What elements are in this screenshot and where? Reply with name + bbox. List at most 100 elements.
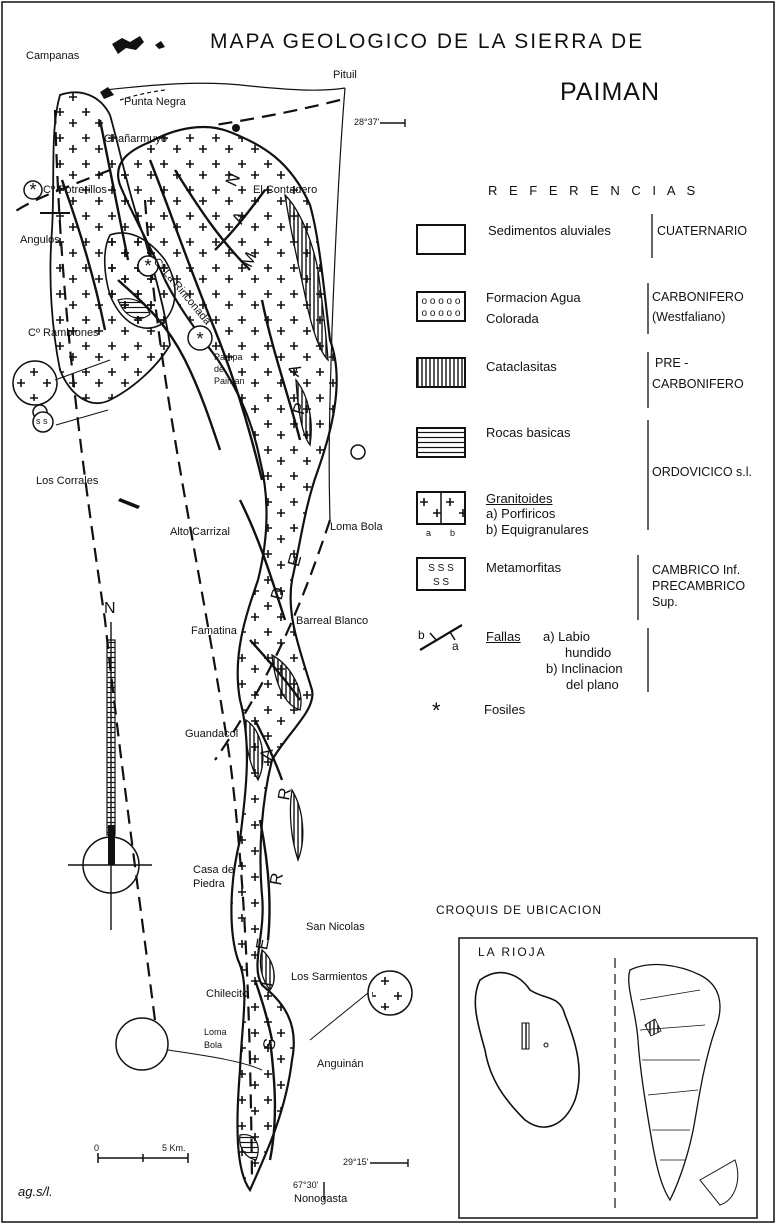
place-loma-bola-north: Loma Bola — [330, 521, 383, 533]
svg-text:o o o o o: o o o o o — [422, 296, 461, 307]
place-chilecito: Chilecito — [206, 988, 249, 1000]
legend-heading: R E F E R E N C I A S — [488, 183, 700, 198]
place-casa-piedra-1: Casa de — [193, 864, 234, 876]
map-title-paiman: PAIMAN — [560, 78, 660, 106]
scale-five-km: 5 Km. — [162, 1143, 186, 1153]
place-casa-piedra-2: Piedra — [193, 878, 225, 890]
legend-fault-b1: b) Inclinacion — [546, 661, 623, 676]
place-rambiones: Cº Rambiones — [28, 327, 99, 339]
place-nonogasta: Nonogasta — [294, 1193, 348, 1205]
legend-ordovicico-period: ORDOVICICO s.l. — [652, 465, 753, 479]
inset-title: CROQUIS DE UBICACION — [436, 903, 603, 917]
legend-granitoid-swatch-b: b — [450, 528, 456, 538]
legend-alluvial-label: Sedimentos aluviales — [488, 223, 611, 238]
fossil-stars: * * * — [29, 180, 203, 349]
place-el-contadero: El Contadero — [253, 184, 318, 196]
place-pampa-2: de — [214, 364, 225, 374]
place-guandacol: Guandacol — [185, 728, 239, 740]
cataclasite-rim — [289, 788, 304, 862]
place-pampa-3: Paiman — [214, 376, 245, 386]
place-punta-negra: Punta Negra — [124, 96, 186, 108]
legend-granitoid-a: a) Porfiricos — [486, 506, 556, 521]
legend-fault-title: Fallas — [486, 629, 521, 644]
cataclasite-rim — [259, 948, 275, 992]
inset-location-map — [458, 937, 758, 1219]
place-famatina: Famatina — [191, 625, 237, 637]
place-pampa-1: Pampa — [214, 352, 243, 362]
latitude-north: 28°37' — [354, 117, 380, 127]
cataclasite-rim — [295, 377, 312, 447]
legend-cataclasite-period-2: CARBONIFERO — [652, 377, 744, 391]
legend-fossil-symbol: * — [432, 698, 441, 723]
latitude-south: 29°15' — [343, 1157, 369, 1167]
legend-fault-symbol-b: b — [418, 628, 425, 642]
legend-cataclasite-label: Cataclasitas — [486, 359, 557, 374]
inferred-faults — [9, 98, 341, 1181]
svg-text:E: E — [284, 553, 305, 569]
place-anguinan: Anguinán — [317, 1058, 364, 1070]
place-potrerillos: Cº Potrerillos — [43, 184, 107, 196]
place-los-corrales: Los Corrales — [36, 475, 99, 487]
svg-text:o o o o o: o o o o o — [422, 308, 461, 319]
legend-fossil-label: Fosiles — [484, 702, 526, 717]
svg-text:E: E — [252, 937, 273, 951]
legend-agua-colorada-period-1: CARBONIFERO — [652, 290, 744, 304]
fault-symbol — [419, 624, 463, 651]
author-signature: ag.s/l. — [18, 1184, 53, 1199]
place-pituil: Pituil — [333, 69, 357, 81]
svg-text:S S: S S — [433, 577, 449, 588]
legend-granitoid-b: b) Equigranulares — [486, 522, 589, 537]
map-title: MAPA GEOLOGICO DE LA SIERRA DE — [210, 30, 645, 53]
agua-colorada-pattern: o o o o o o o o o o — [422, 296, 461, 319]
place-san-nicolas: San Nicolas — [306, 921, 365, 933]
north-label: N — [104, 600, 116, 617]
legend-fault-a1: a) Labio — [543, 629, 590, 644]
legend-fault-a2: hundido — [565, 645, 612, 660]
circle-leaders — [54, 359, 369, 1071]
swatch-metamorphic — [416, 557, 466, 591]
roads — [104, 82, 346, 521]
period-separators — [637, 214, 653, 692]
legend-metamorphic-period-1: CAMBRICO Inf. — [652, 563, 741, 577]
circle-label-ss: s s — [36, 416, 48, 426]
place-chanarmuyo: Chañarmuyo — [104, 133, 167, 145]
legend-fault-b2: del plano — [566, 677, 619, 692]
svg-text:*: * — [196, 329, 203, 349]
svg-text:*: * — [29, 180, 36, 200]
svg-text:*: * — [144, 256, 151, 276]
cataclasite-rim — [284, 193, 329, 362]
metamorphic-pattern: S S S S S — [428, 563, 454, 588]
legend-metamorphic-label: Metamorfitas — [486, 560, 562, 575]
coordinate-ticks — [323, 119, 409, 1200]
legend-metamorphic-period-2: PRECAMBRICO — [652, 579, 746, 593]
svg-text:R: R — [274, 786, 295, 801]
place-loma-bola-south-2: Bola — [204, 1040, 223, 1050]
longitude: 67°30' — [293, 1180, 319, 1190]
legend-agua-colorada-period-2: (Westfaliano) — [652, 310, 726, 324]
legend-basic-rocks-label: Rocas basicas — [486, 425, 571, 440]
scale-bar — [97, 1153, 189, 1163]
place-loma-bola-south-1: Loma — [204, 1027, 227, 1037]
cataclasite-rim — [244, 718, 264, 782]
svg-text:R: R — [266, 871, 287, 886]
place-alto-carrizal: Alto Carrizal — [170, 526, 230, 538]
legend-cataclasite-period-1: PRE - — [655, 356, 689, 370]
faults — [60, 119, 302, 1161]
place-campanas: Campanas — [26, 50, 80, 62]
north-arrow — [68, 622, 152, 930]
swatch-alluvial — [416, 224, 466, 255]
svg-text:S: S — [259, 1037, 280, 1051]
legend-granitoid-title: Granitoides — [486, 491, 553, 506]
legend-agua-colorada-label-2: Colorada — [486, 311, 539, 326]
legend-metamorphic-period-3: Sup. — [652, 595, 678, 609]
granitoid-body — [117, 126, 338, 1193]
place-barreal-blanco: Barreal Blanco — [296, 615, 369, 627]
legend-agua-colorada-label-1: Formacion Agua — [486, 290, 581, 305]
legend-alluvial-period: CUATERNARIO — [657, 224, 748, 238]
inset-province: LA RIOJA — [478, 945, 547, 959]
legend-fault-symbol-a: a — [452, 639, 459, 653]
small-outcrops — [40, 36, 240, 509]
swatch-cataclasite — [416, 357, 466, 388]
swatch-agua-colorada — [416, 291, 466, 322]
